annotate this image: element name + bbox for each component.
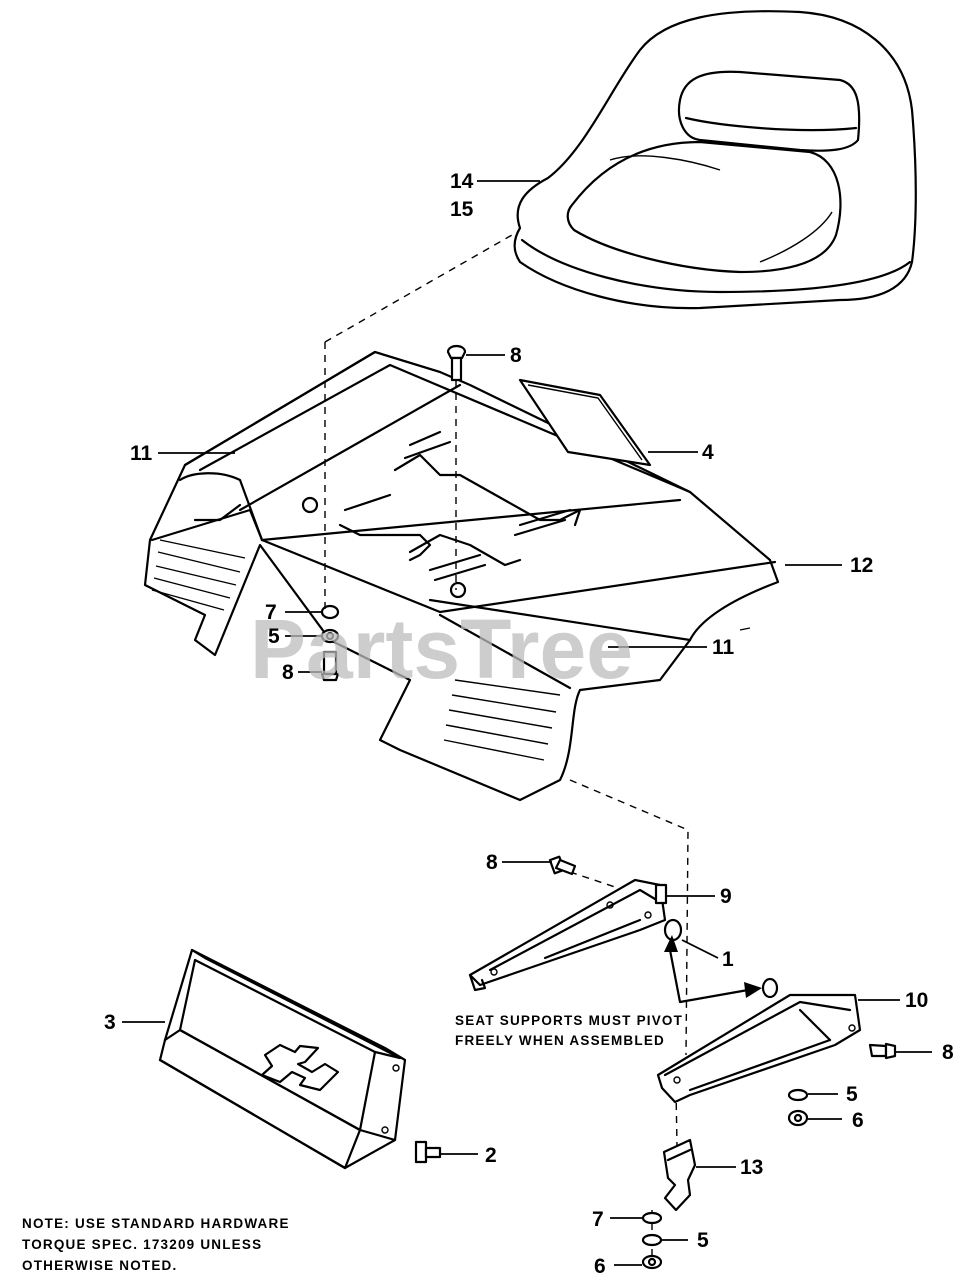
callout-4: 4 bbox=[702, 441, 714, 464]
screw-2[interactable] bbox=[414, 1140, 442, 1164]
pivot-note: SEAT SUPPORTS MUST PIVOT FREELY WHEN ASS… bbox=[455, 1013, 683, 1048]
callout-9: 9 bbox=[720, 885, 732, 908]
hardware-note-line-1: NOTE: USE STANDARD HARDWARE bbox=[22, 1216, 290, 1231]
fender-hardware-stack[interactable] bbox=[320, 604, 340, 682]
callout-6: 6 bbox=[594, 1255, 606, 1278]
seat-support-right[interactable] bbox=[656, 993, 862, 1104]
callout-12: 12 bbox=[850, 554, 873, 577]
callout-10: 10 bbox=[905, 989, 928, 1012]
callout-14: 14 bbox=[450, 170, 474, 193]
nut-1[interactable] bbox=[663, 918, 683, 942]
callout-5: 5 bbox=[268, 625, 280, 648]
callout-2: 2 bbox=[485, 1144, 497, 1167]
light-box[interactable] bbox=[158, 948, 407, 1170]
callout-7: 7 bbox=[592, 1208, 604, 1231]
bolt-9[interactable] bbox=[548, 855, 577, 876]
fender-bolt-top[interactable] bbox=[446, 344, 467, 382]
fender[interactable] bbox=[143, 350, 780, 802]
bolt-10[interactable] bbox=[868, 1042, 897, 1060]
hardware-note-line-3: OTHERWISE NOTED. bbox=[22, 1258, 177, 1273]
callout-6: 6 bbox=[852, 1109, 864, 1132]
callouts: 14 15 8 11 4 12 7 5 8 11 8 9 1 10 3 8 5 … bbox=[104, 170, 954, 1278]
callout-15: 15 bbox=[450, 198, 474, 221]
watermark: PartsTree bbox=[250, 602, 633, 696]
bolt-1[interactable] bbox=[761, 977, 779, 999]
pivot-arrows bbox=[664, 935, 762, 1004]
callout-11: 11 bbox=[712, 636, 735, 659]
callout-5: 5 bbox=[697, 1229, 709, 1252]
washers-right[interactable] bbox=[787, 1088, 809, 1127]
callout-11: 11 bbox=[130, 442, 153, 465]
callout-8: 8 bbox=[282, 661, 294, 684]
callout-5: 5 bbox=[846, 1083, 858, 1106]
callout-3: 3 bbox=[104, 1011, 116, 1034]
callout-8: 8 bbox=[486, 851, 498, 874]
seat-support-left[interactable] bbox=[468, 878, 668, 992]
seat[interactable] bbox=[513, 10, 917, 310]
callout-8: 8 bbox=[942, 1041, 954, 1064]
pivot-note-line-2: FREELY WHEN ASSEMBLED bbox=[455, 1033, 665, 1048]
callout-1: 1 bbox=[722, 948, 734, 971]
leader-lines bbox=[122, 180, 932, 1266]
callout-8: 8 bbox=[510, 344, 522, 367]
hardware-note: NOTE: USE STANDARD HARDWARE TORQUE SPEC.… bbox=[22, 1216, 290, 1273]
bracket[interactable] bbox=[662, 1138, 697, 1212]
pivot-note-line-1: SEAT SUPPORTS MUST PIVOT bbox=[455, 1013, 683, 1028]
callout-13: 13 bbox=[740, 1156, 763, 1179]
decal[interactable] bbox=[518, 378, 652, 467]
callout-7: 7 bbox=[265, 601, 277, 624]
hardware-note-line-2: TORQUE SPEC. 173209 UNLESS bbox=[22, 1237, 262, 1252]
washers-bottom[interactable] bbox=[641, 1211, 663, 1270]
